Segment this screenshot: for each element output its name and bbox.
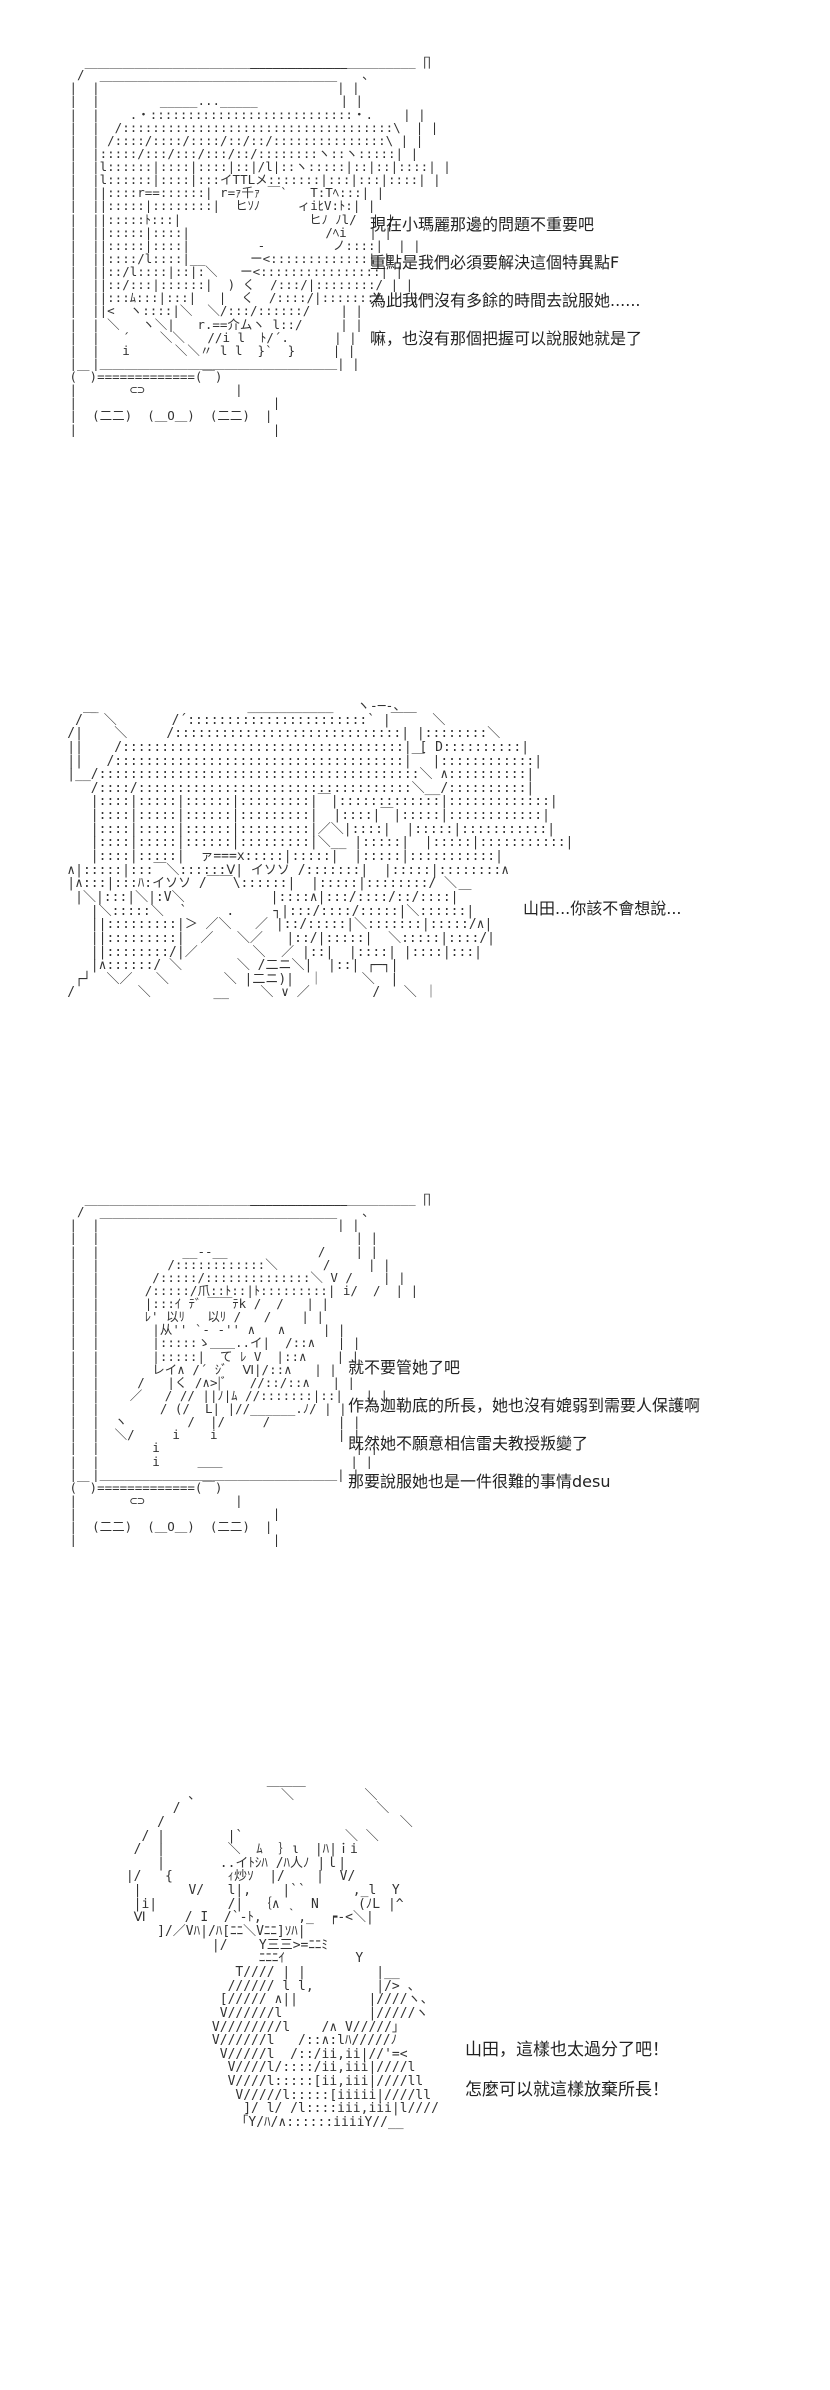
dialogue-block: 就不要管她了吧 作為迦勒底的所長，她也沒有媲弱到需要人保護啊 既然她不願意相信雷…: [348, 1354, 700, 1506]
dialogue-block: 山田，這樣也太過分了吧！ 怎麼可以就這樣放棄所長！: [465, 2035, 669, 2115]
dialogue-line: 既然她不願意相信雷夫教授叛變了: [348, 1434, 589, 1453]
dialogue-line: 為此我們沒有多餘的時間去說服她......: [370, 291, 641, 310]
dialogue-line: 重點是我們必須要解決這個特異點F: [370, 253, 620, 272]
dialogue-line: 山田...你該不會想說...: [523, 899, 682, 918]
dialogue-line: 作為迦勒底的所長，她也沒有媲弱到需要人保護啊: [348, 1396, 701, 1415]
dialogue-line: 嘛，也沒有那個把握可以說服她就是了: [370, 329, 643, 348]
panel-2: _ ___________ ヽ-─-、 /￣ ＼ /´:::::::::::::…: [0, 700, 830, 1130]
dialogue-line: 現在小瑪麗那邊的問題不重要吧: [370, 215, 595, 234]
dialogue-block: 現在小瑪麗那邊的問題不重要吧 重點是我們必須要解決這個特異點F 為此我們沒有多餘…: [370, 211, 642, 363]
dialogue-line: 就不要管她了吧: [348, 1358, 461, 1377]
ascii-art-figure-in-phone: ______________________ ∏ /￣￣￣￣￣￣￣￣￣￣￣￣￣￣…: [69, 54, 451, 437]
dialogue-line: 怎麼可以就這樣放棄所長！: [465, 2080, 669, 2100]
ascii-art-character: ＿＿＿ ､ ＼ ＼ / ＼ / ＼ / | |` ＼ ＼ / | ＼ ﾑ ｝ι …: [125, 1774, 439, 2131]
panel-1: ______________________ ∏ /￣￣￣￣￣￣￣￣￣￣￣￣￣￣…: [0, 55, 830, 645]
panel-3: ______________________ ∏ /￣￣￣￣￣￣￣￣￣￣￣￣￣￣…: [0, 1192, 830, 1742]
dialogue-line: 那要說服她也是一件很難的事情desu: [348, 1472, 611, 1491]
dialogue-line: 山田，這樣也太過分了吧！: [465, 2040, 669, 2060]
ascii-art-character: _ ___________ ヽ-─-、 /￣ ＼ /´:::::::::::::…: [67, 699, 574, 1001]
panel-4: ＿＿＿ ､ ＼ ＼ / ＼ / ＼ / | |` ＼ ＼ / | ＼ ﾑ ｝ι …: [0, 1775, 830, 2375]
ascii-art-figure-in-phone: ______________________ ∏ /￣￣￣￣￣￣￣￣￣￣￣￣￣￣…: [69, 1191, 431, 1548]
dialogue-block: 山田...你該不會想說...: [523, 895, 682, 919]
